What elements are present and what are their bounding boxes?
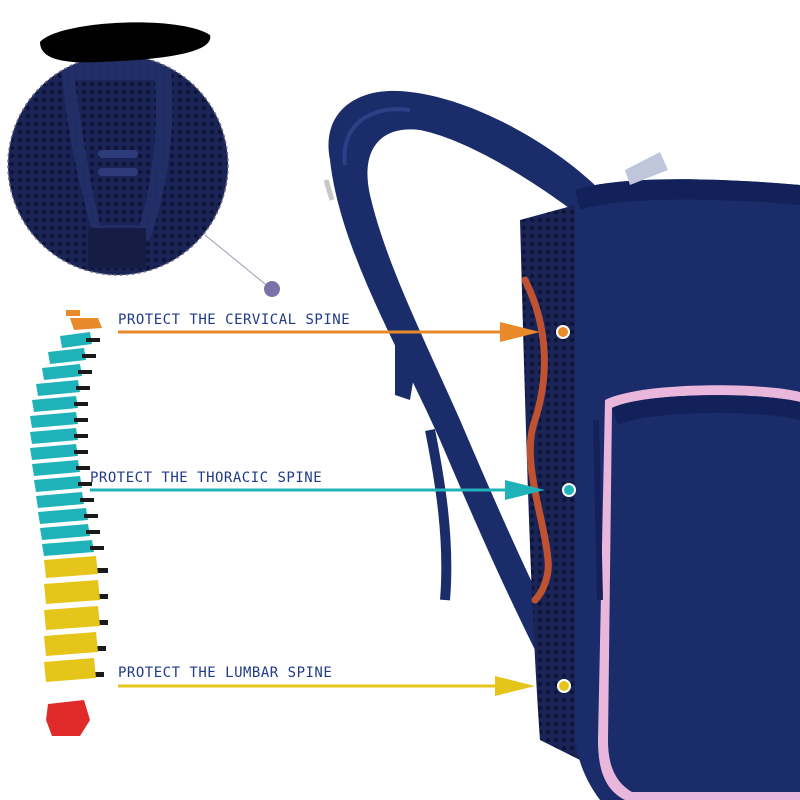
zoom-detail xyxy=(7,22,280,297)
backpack xyxy=(323,90,800,800)
arrow-lumbar xyxy=(118,676,571,696)
circle-dot-icon xyxy=(264,281,280,297)
thoracic-callout-label: PROTECT THE THORACIC SPINE xyxy=(90,470,323,486)
lumbar-callout-label: PROTECT THE LUMBAR SPINE xyxy=(118,665,333,681)
arrow-right-icon xyxy=(500,322,540,342)
arrow-right-icon xyxy=(505,480,545,500)
arrow-right-icon xyxy=(495,676,535,696)
spine-illustration xyxy=(30,310,108,736)
arrow-cervical xyxy=(118,322,570,342)
arrow-thoracic xyxy=(90,480,576,500)
redaction-blob xyxy=(40,22,211,63)
cervical-callout-label: PROTECT THE CERVICAL SPINE xyxy=(118,312,351,328)
spine-curve-indicator xyxy=(521,276,552,604)
